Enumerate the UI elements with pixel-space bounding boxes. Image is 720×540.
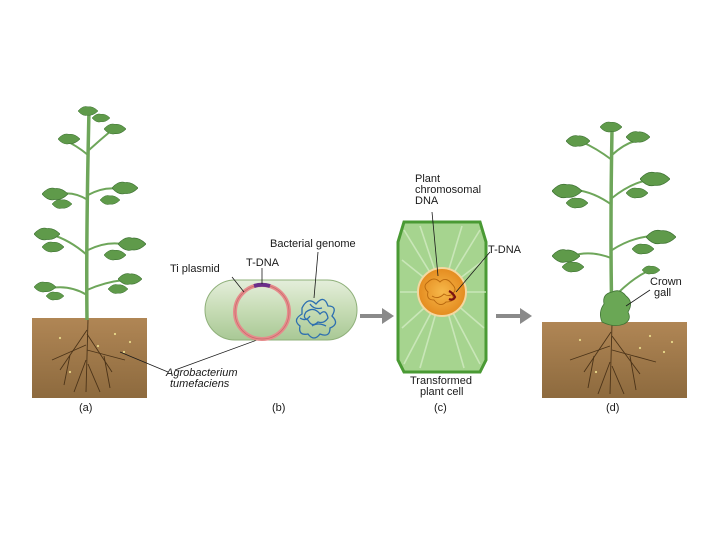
inserted-t-dna [448,290,457,301]
bacterial-genome [295,298,337,339]
bacterial-genome-label: Bacterial genome [270,238,356,250]
panel-d-pointer [625,289,651,307]
panel-a-roots [51,319,126,393]
panel-d-leaves [552,121,676,275]
crown-gall-label-line1: Crown [650,276,682,288]
agrobacterium-label-line2: tumefaciens [170,378,230,390]
transformed-cell-label-line1: Transformed [410,375,472,387]
panel-c-pointers [431,211,491,293]
agrobacterium-pointers [119,335,269,373]
caption-c: (c) [434,402,447,414]
crown-gall-label-line2: gall [654,287,672,299]
crown-gall [600,290,631,326]
panel-d-soil [542,322,687,398]
panel-d-bacteria [578,334,674,374]
panel-a-plant [32,105,147,398]
t-dna-label-c: T-DNA [488,244,521,256]
panel-a-soil [32,318,147,398]
panel-d-branches [571,139,657,301]
plant-chromosomal-label-line2: chromosomal [415,184,482,196]
panel-d-plant [542,121,687,398]
panel-d-roots [569,323,657,395]
panel-b-pointers [231,251,319,299]
panel-c-cell [396,211,491,374]
plant-chromosomal-label-line3: DNA [415,195,439,207]
t-dna-segment [253,282,271,288]
transformed-cell-label-line2: plant cell [420,386,464,398]
caption-b: (b) [272,402,286,414]
agrobacterium-label-line1: Agrobacterium [166,367,238,379]
t-dna-label-b: T-DNA [246,257,279,269]
plant-chromosomal-label-line1: Plant [415,173,441,185]
panel-a-bacteria [58,332,132,374]
ti-plasmid-label: Ti plasmid [170,263,220,275]
caption-a: (a) [79,402,93,414]
arrow-c-to-d [496,308,532,324]
panel-b-bacterium [204,251,358,341]
arrow-b-to-c [360,308,394,324]
caption-d: (d) [606,402,620,414]
panel-a-stem [85,109,91,321]
nucleus [417,267,467,317]
